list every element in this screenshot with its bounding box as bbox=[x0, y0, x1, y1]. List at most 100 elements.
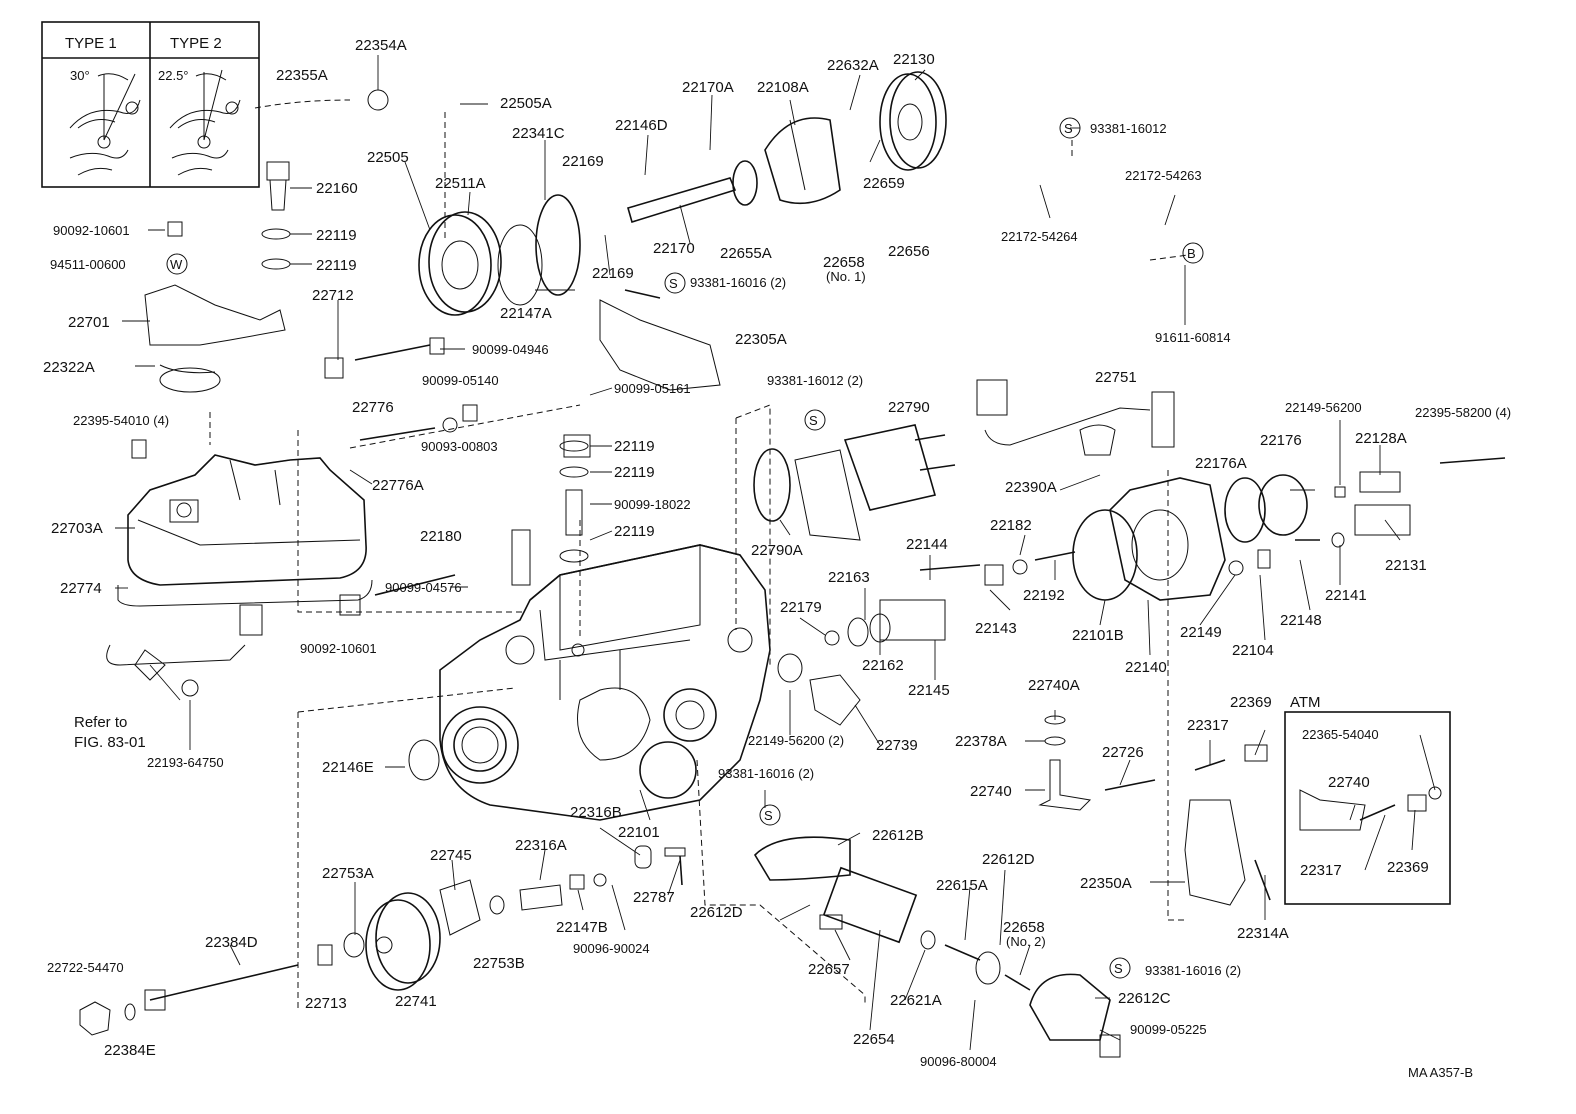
s-symbol-2: S bbox=[669, 276, 678, 291]
front-cover-drawing bbox=[753, 836, 1111, 1041]
label-refer-to: Refer to bbox=[74, 714, 127, 731]
label-90092-10601-top: 90092-10601 bbox=[53, 223, 130, 238]
label-22787: 22787 bbox=[633, 889, 675, 906]
label-22612b: 22612B bbox=[872, 827, 924, 844]
label-22131: 22131 bbox=[1385, 557, 1427, 574]
label-22305a: 22305A bbox=[735, 331, 787, 348]
label-22726: 22726 bbox=[1102, 744, 1144, 761]
label-no1: (No. 1) bbox=[826, 269, 866, 284]
label-22751: 22751 bbox=[1095, 369, 1137, 386]
type2-label: TYPE 2 bbox=[170, 35, 222, 52]
label-22147b: 22147B bbox=[556, 919, 608, 936]
label-22179: 22179 bbox=[780, 599, 822, 616]
label-22776: 22776 bbox=[352, 399, 394, 416]
label-22140: 22140 bbox=[1125, 659, 1167, 676]
s-symbol-5: S bbox=[1114, 961, 1123, 976]
cam-plate-drawing bbox=[764, 117, 841, 205]
label-22612d-b: 22612D bbox=[690, 904, 743, 921]
label-22722-54470: 22722-54470 bbox=[47, 960, 124, 975]
label-22654: 22654 bbox=[853, 1031, 895, 1048]
label-22511a: 22511A bbox=[435, 175, 486, 192]
label-22384e: 22384E bbox=[104, 1042, 156, 1059]
label-22776a: 22776A bbox=[372, 477, 424, 494]
label-22317-a: 22317 bbox=[1187, 717, 1229, 734]
small-part-sketches bbox=[79, 89, 1506, 1058]
dashed-reference-lines bbox=[209, 112, 1189, 1010]
label-90099-18022: 90099-18022 bbox=[614, 497, 691, 512]
governor-cover-drawing bbox=[117, 454, 373, 607]
label-22753b: 22753B bbox=[473, 955, 525, 972]
label-90092-10601-b: 90092-10601 bbox=[300, 641, 377, 656]
type2-angle: 22.5° bbox=[158, 68, 189, 83]
pump-housing-drawing bbox=[439, 544, 771, 821]
label-22350a: 22350A bbox=[1080, 875, 1132, 892]
label-22172-54264: 22172-54264 bbox=[1001, 229, 1078, 244]
label-22390a: 22390A bbox=[1005, 479, 1057, 496]
label-22621a: 22621A bbox=[890, 992, 942, 1009]
w-symbol: W bbox=[170, 257, 183, 272]
sensor-wire bbox=[106, 644, 246, 666]
label-22378a: 22378A bbox=[955, 733, 1007, 750]
label-22322a: 22322A bbox=[43, 359, 95, 376]
label-22741: 22741 bbox=[395, 993, 437, 1010]
label-93381-16012-b: 93381-16012 (2) bbox=[767, 373, 863, 388]
label-22172-54263: 22172-54263 bbox=[1125, 168, 1202, 183]
label-22701: 22701 bbox=[68, 314, 110, 331]
label-22119-e: 22119 bbox=[614, 523, 655, 540]
label-22740a: 22740A bbox=[1028, 677, 1080, 694]
label-atm: ATM bbox=[1290, 694, 1321, 711]
hydraulic-head-22140-drawing bbox=[1072, 474, 1308, 601]
label-22149-56200-r: 22149-56200 bbox=[1285, 400, 1362, 415]
label-22130: 22130 bbox=[893, 51, 935, 68]
label-22354a: 22354A bbox=[355, 37, 407, 54]
label-22108a: 22108A bbox=[757, 79, 809, 96]
symbol-markers: S S S S S W B bbox=[166, 117, 1204, 979]
label-22146e: 22146E bbox=[322, 759, 374, 776]
type-reference-box: TYPE 1 TYPE 2 30° 22.5° bbox=[41, 21, 260, 188]
label-22180: 22180 bbox=[420, 528, 462, 545]
label-22790a: 22790A bbox=[751, 542, 803, 559]
s-symbol-1: S bbox=[1064, 121, 1073, 136]
drawing-code: MA A357-B bbox=[1408, 1065, 1473, 1080]
label-22612d-a: 22612D bbox=[982, 851, 1035, 868]
spring-22355a bbox=[254, 99, 351, 109]
label-93381-16016-a: 93381-16016 (2) bbox=[690, 275, 786, 290]
label-22740: 22740 bbox=[970, 783, 1012, 800]
label-22314a: 22314A bbox=[1237, 925, 1289, 942]
b-symbol: B bbox=[1187, 246, 1196, 261]
label-94511-00600: 94511-00600 bbox=[50, 257, 126, 272]
label-22395-54010: 22395-54010 (4) bbox=[73, 413, 169, 428]
label-93381-16016-b: 93381-16016 (2) bbox=[718, 766, 814, 781]
label-22369-inset: 22369 bbox=[1387, 859, 1429, 876]
label-90096-80004: 90096-80004 bbox=[920, 1054, 997, 1069]
label-22365-54040: 22365-54040 bbox=[1302, 727, 1379, 742]
label-22317-inset: 22317 bbox=[1300, 862, 1342, 879]
atm-inset-box bbox=[1284, 711, 1451, 905]
label-22143: 22143 bbox=[975, 620, 1017, 637]
label-22101b: 22101B bbox=[1072, 627, 1124, 644]
label-22170: 22170 bbox=[653, 240, 695, 257]
drive-shaft-drawing bbox=[627, 160, 758, 224]
s-symbol-4: S bbox=[764, 808, 773, 823]
label-22176a: 22176A bbox=[1195, 455, 1247, 472]
label-22505a: 22505A bbox=[500, 95, 552, 112]
label-22712: 22712 bbox=[312, 287, 354, 304]
label-22176: 22176 bbox=[1260, 432, 1302, 449]
type1-angle: 30° bbox=[70, 68, 90, 83]
type1-label: TYPE 1 bbox=[65, 35, 117, 52]
label-93381-16012-top: 93381-16012 bbox=[1090, 121, 1167, 136]
harness-wire-22751 bbox=[984, 407, 1151, 446]
label-22119-d: 22119 bbox=[614, 464, 655, 481]
label-22658-no2: 22658 bbox=[1003, 919, 1045, 936]
label-90099-04576: 90099-04576 bbox=[385, 580, 462, 595]
label-22193-64750: 22193-64750 bbox=[147, 755, 224, 770]
label-22316b: 22316B bbox=[570, 804, 622, 821]
label-22119-a: 22119 bbox=[316, 227, 357, 244]
label-22144: 22144 bbox=[906, 536, 948, 553]
label-22659: 22659 bbox=[863, 175, 905, 192]
label-90099-05161: 90099-05161 bbox=[614, 381, 691, 396]
label-22141: 22141 bbox=[1325, 587, 1367, 604]
s-symbol-3: S bbox=[809, 413, 818, 428]
label-22341c: 22341C bbox=[512, 125, 565, 142]
